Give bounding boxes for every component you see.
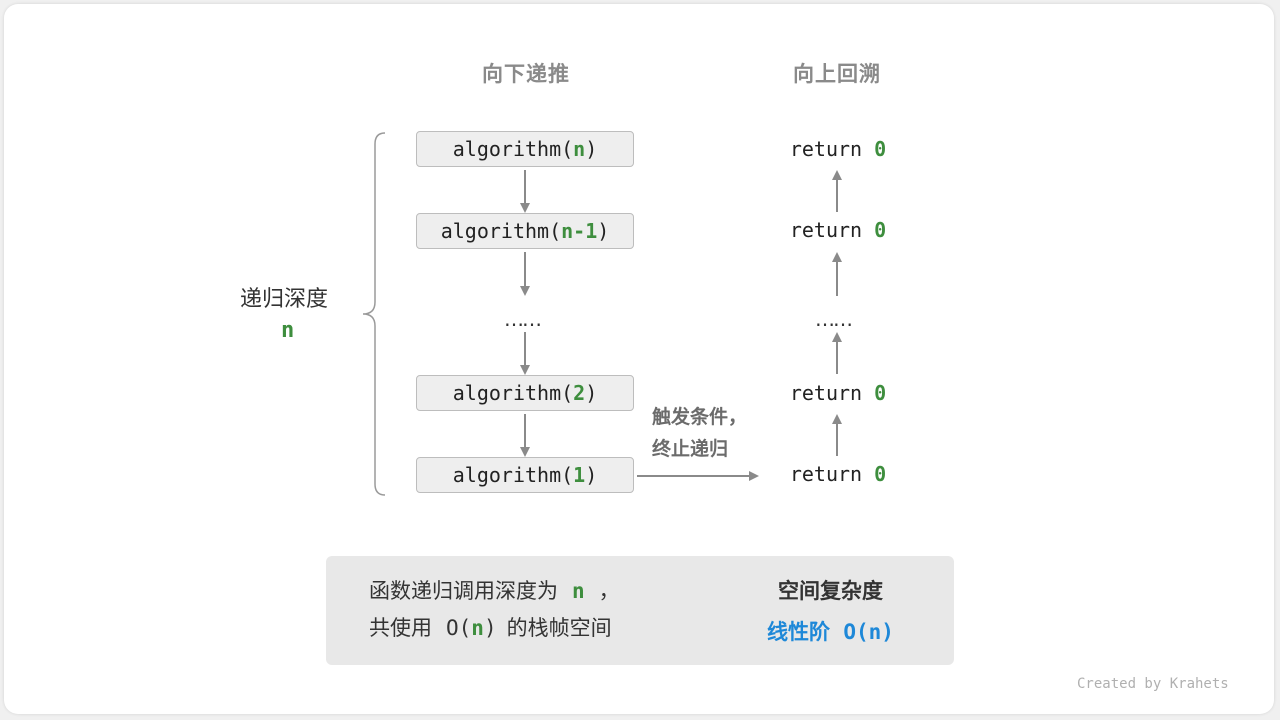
- call-box-n: algorithm(n): [416, 131, 634, 167]
- call-box-2: algorithm(2): [416, 375, 634, 411]
- header-backtrack-up: 向上回溯: [793, 62, 881, 86]
- call-box-1: algorithm(1): [416, 457, 634, 493]
- depth-variable: n: [281, 318, 295, 343]
- space-complexity-value: 线性阶 O(n): [767, 620, 894, 644]
- header-recursion-down: 向下递推: [482, 62, 570, 86]
- base-case-line-1: 触发条件，: [652, 406, 748, 428]
- return-row-2: return 0: [789, 218, 887, 242]
- call-box-n-minus-1: algorithm(n-1): [416, 213, 634, 249]
- return-row-3: return 0: [789, 381, 887, 405]
- return-ellipsis: ……: [815, 307, 853, 331]
- base-case-line-2: 终止递归: [652, 438, 729, 460]
- call-ellipsis: ……: [504, 307, 542, 331]
- credit-text: Created by Krahets: [1077, 676, 1229, 692]
- return-row-1: return 0: [789, 137, 887, 161]
- depth-label: 递归深度: [240, 287, 329, 312]
- base-case-label: 触发条件， 终止递归: [652, 401, 747, 465]
- space-complexity-title: 空间复杂度: [778, 579, 883, 603]
- return-row-4: return 0: [789, 462, 887, 486]
- depth-brace: [362, 132, 386, 496]
- summary-panel: [326, 556, 954, 665]
